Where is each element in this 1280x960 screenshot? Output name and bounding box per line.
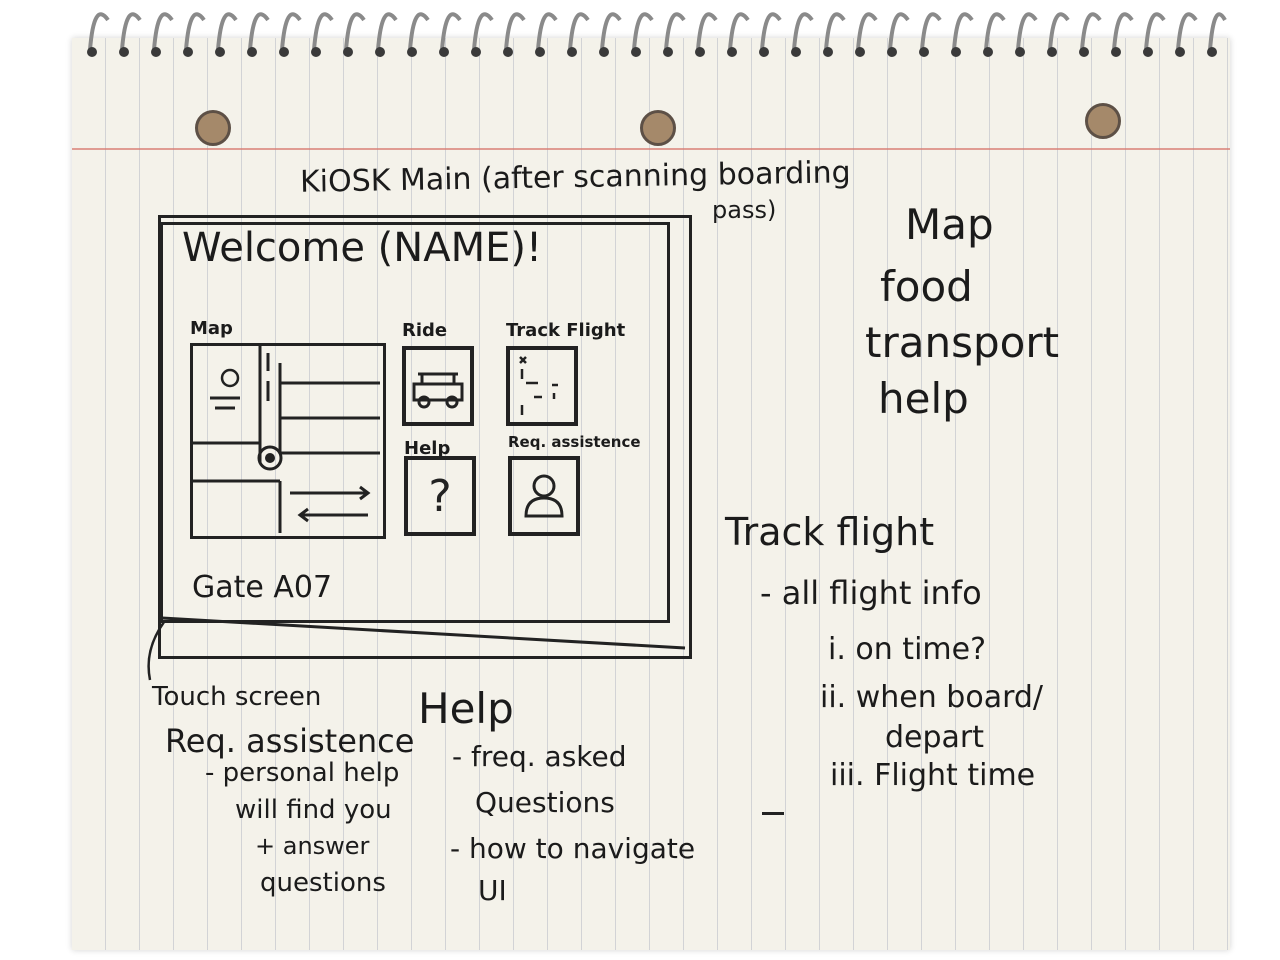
map-sketch	[190, 343, 386, 539]
touch-screen-note: Touch screen	[152, 682, 321, 712]
ride-tile[interactable]	[402, 346, 474, 426]
track-flight-sub-3: depart	[885, 720, 984, 755]
track-flight-sub-4: iii. Flight time	[830, 758, 1035, 793]
map-label: Map	[190, 318, 233, 339]
track-flight-sub-1: i. on time?	[828, 632, 986, 667]
req-assistance-tile[interactable]	[508, 456, 580, 536]
help-line-4: UI	[478, 874, 507, 907]
menu-item-transport: transport	[865, 318, 1059, 367]
flight-path-icon	[512, 353, 572, 419]
margin-line	[72, 148, 1230, 150]
menu-item-help: help	[878, 374, 969, 423]
cart-icon	[408, 356, 468, 416]
track-flight-sub-2: ii. when board/	[820, 680, 1043, 715]
help-line-3: - how to navigate	[450, 832, 695, 865]
sketch-title-continued: pass)	[712, 196, 776, 224]
ride-label: Ride	[402, 320, 447, 341]
req-assistance-label: Req. assistence	[508, 433, 641, 451]
binder-hole-left	[195, 110, 231, 146]
track-flight-heading: Track flight	[725, 510, 934, 554]
req-assistance-line-1: - personal help	[205, 758, 399, 788]
dash-mark	[762, 812, 784, 815]
req-assistance-line-2: will find you	[235, 795, 392, 825]
help-line-2: Questions	[475, 786, 615, 819]
binder-hole-right	[1085, 103, 1121, 139]
help-line-1: - freq. asked	[452, 740, 627, 773]
welcome-heading: Welcome (NAME)!	[182, 225, 542, 271]
track-flight-tile[interactable]	[506, 346, 578, 426]
track-flight-label: Track Flight	[506, 320, 625, 341]
gate-label: Gate A07	[192, 570, 332, 605]
person-icon	[516, 466, 572, 526]
help-tile[interactable]: ?	[404, 456, 476, 536]
help-heading: Help	[418, 684, 514, 733]
spiral-binding	[80, 0, 1230, 60]
req-assistance-heading: Req. assistence	[165, 722, 414, 760]
req-assistance-line-4: questions	[260, 868, 386, 898]
binder-hole-center	[640, 110, 676, 146]
track-flight-item: - all flight info	[760, 574, 982, 612]
req-assistance-line-3: + answer	[255, 832, 369, 860]
menu-item-food: food	[880, 262, 973, 311]
question-mark-icon: ?	[428, 471, 451, 522]
menu-item-map: Map	[905, 200, 994, 249]
